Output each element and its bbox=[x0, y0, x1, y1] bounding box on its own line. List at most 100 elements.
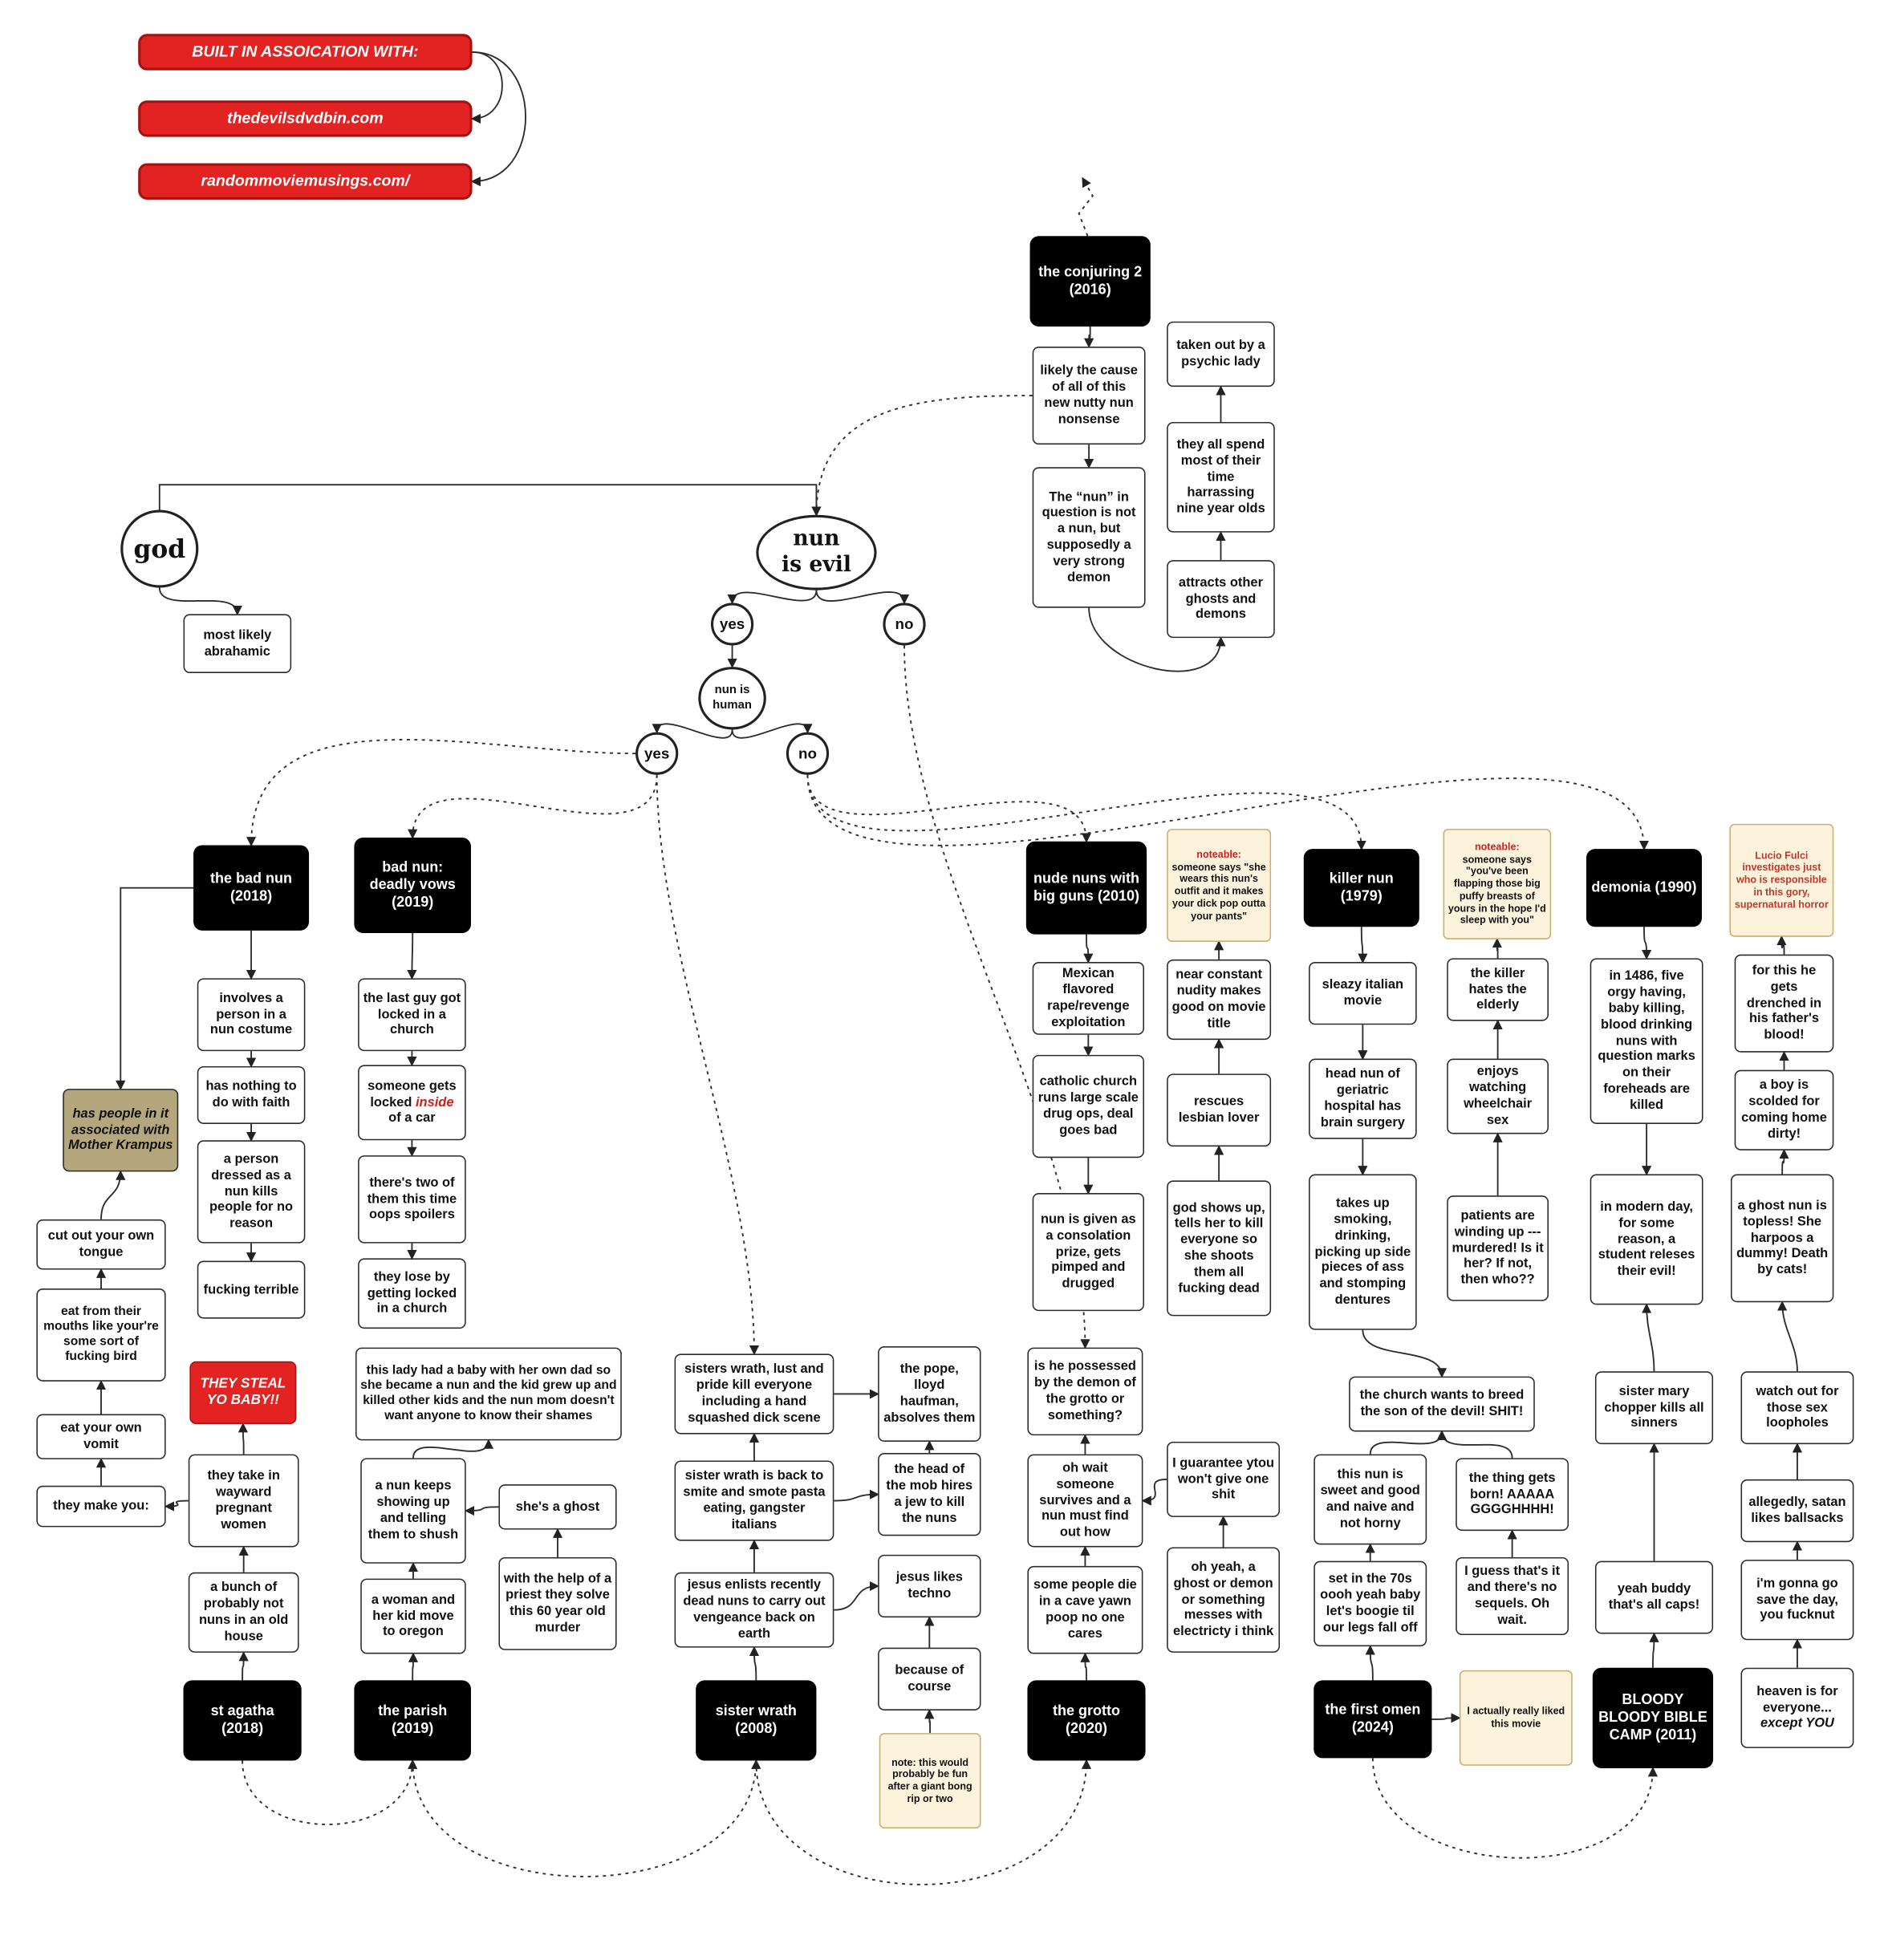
this-lady-label: this lady had a baby with her own dad so… bbox=[360, 1363, 617, 1423]
edge-nun_shush-to-this_lady bbox=[412, 1439, 493, 1459]
edge-bad_nun-to-mother_krampus bbox=[116, 887, 194, 1090]
locked-inside: someone gets locked inside of a car bbox=[358, 1065, 466, 1141]
person-dressed: a person dressed as a nun kills people f… bbox=[197, 1140, 306, 1244]
sleazy: sleazy italian movie bbox=[1309, 962, 1417, 1025]
jesus-enlists-label: jesus enlists recently dead nuns to carr… bbox=[683, 1577, 826, 1641]
nun-is-human: nun is human bbox=[698, 667, 766, 730]
edge-watch_out-to-ghost_topless bbox=[1777, 1301, 1798, 1372]
edge-drenched-to-lucio bbox=[1776, 935, 1787, 955]
modern-day: in modern day, for some reason, a studen… bbox=[1590, 1174, 1703, 1305]
yes1: yes bbox=[710, 603, 754, 646]
noteable2: noteable:someone says "you've been flapp… bbox=[1443, 829, 1552, 939]
note-bong: note: this would probably be fun after a… bbox=[879, 1733, 981, 1829]
edge-wayward-to-steal_baby bbox=[238, 1422, 248, 1455]
lucio: Lucio Fulci investigates just who is res… bbox=[1729, 823, 1834, 937]
edge-yes2-to-wrath_lust_pride bbox=[656, 774, 760, 1356]
locked-inside-label: someone gets locked inside of a car bbox=[367, 1078, 457, 1126]
god-shows-label: god shows up, tells her to kill everyone… bbox=[1172, 1199, 1265, 1296]
killer-nun: killer nun (1979) bbox=[1303, 849, 1419, 927]
edge-yes2-to-bad_nun bbox=[246, 739, 636, 847]
cut-tongue: cut out your own tongue bbox=[36, 1219, 166, 1270]
set-70s: set in the 70s oooh yeah baby let's boog… bbox=[1314, 1560, 1427, 1647]
fucknut-label: i'm gonna go save the day, you fucknut bbox=[1756, 1576, 1838, 1623]
grotto: the grotto (2020) bbox=[1027, 1680, 1146, 1761]
edge-btn_assoc-to-btn_site1 bbox=[470, 51, 503, 124]
edge-note_bong-to-because_course bbox=[924, 1709, 935, 1734]
edge-demonia-to-in_1486 bbox=[1642, 927, 1652, 960]
nun-given-label: nun is given as a consolation prize, get… bbox=[1040, 1211, 1136, 1292]
likely-cause-label: likely the cause of all of this new nutt… bbox=[1040, 363, 1138, 427]
mother-krampus: has people in it associated with Mother … bbox=[63, 1089, 179, 1172]
eat-vomit-label: eat your own vomit bbox=[60, 1420, 142, 1452]
no-faith-label: has nothing to do with faith bbox=[205, 1078, 297, 1110]
they-make-you: they make you: bbox=[36, 1485, 166, 1528]
edge-sister_wrath-to-jesus_enlists bbox=[749, 1646, 760, 1681]
killer-hates-label: the killer hates the elderly bbox=[1468, 965, 1527, 1013]
possessed: is he possessed by the demon of the grot… bbox=[1027, 1347, 1143, 1436]
wrath-back: sister wrath is back to smite and smote … bbox=[674, 1460, 834, 1541]
heaven-label: heaven is for everyone... except YOU bbox=[1756, 1683, 1838, 1731]
edge-st_agatha-to-parish bbox=[242, 1759, 418, 1825]
noteable2-label: noteable:someone says "you've been flapp… bbox=[1448, 841, 1546, 927]
no-sequels-label: I guess that's it and there's no sequels… bbox=[1464, 1564, 1561, 1628]
btn-site1[interactable]: thedevilsdvdbin.com bbox=[138, 100, 473, 137]
first-omen-label: the first omen (2024) bbox=[1325, 1702, 1421, 1736]
eat-mouths: eat from their mouths like your're some … bbox=[36, 1288, 166, 1382]
edge-shes_ghost-to-nun_shush bbox=[464, 1505, 499, 1516]
because-course-label: because of course bbox=[895, 1662, 964, 1694]
edge-grotto-to-cave_yawn bbox=[1080, 1652, 1090, 1681]
edge-killer_nun-to-sleazy bbox=[1358, 927, 1368, 964]
ghost-demon-label: oh yeah, a ghost or demon or something m… bbox=[1173, 1560, 1274, 1640]
because-course: because of course bbox=[878, 1647, 981, 1710]
abrahamic: most likely abrahamic bbox=[183, 614, 292, 674]
edge-sister_mary-to-modern_day bbox=[1642, 1303, 1655, 1372]
conjuring2-label: the conjuring 2 (2016) bbox=[1038, 265, 1143, 298]
edge-bible_camp-to-yeah_buddy bbox=[1649, 1632, 1659, 1668]
last-guy-label: the last guy got locked in a church bbox=[363, 990, 461, 1038]
help-priest: with the help of a priest they solve thi… bbox=[498, 1556, 617, 1650]
ghost-topless: a ghost nun is topless! She harpoos a du… bbox=[1730, 1174, 1834, 1303]
shes-ghost-label: she's a ghost bbox=[515, 1499, 600, 1515]
sleazy-label: sleazy italian movie bbox=[1322, 977, 1404, 1008]
god-label: god bbox=[133, 533, 186, 564]
satan-ballsacks-label: allegedly, satan likes ballsacks bbox=[1748, 1495, 1846, 1526]
jesus-techno-label: jesus likes techno bbox=[895, 1569, 963, 1601]
edge-free-to-free bbox=[1078, 177, 1094, 237]
no1-label: no bbox=[895, 615, 914, 633]
sister-mary-label: sister mary chopper kills all sinners bbox=[1604, 1383, 1704, 1431]
deadly-vows-label: bad nun: deadly vows (2019) bbox=[369, 860, 456, 911]
edge-jesus_enlists-to-jesus_techno bbox=[834, 1581, 879, 1611]
jesus-enlists: jesus enlists recently dead nuns to carr… bbox=[674, 1572, 834, 1648]
conjuring2: the conjuring 2 (2016) bbox=[1029, 236, 1151, 327]
cave-yawn: some people die in a cave yawn poop no o… bbox=[1027, 1565, 1143, 1654]
edge-nun_is_evil-to-yes1 bbox=[727, 590, 818, 605]
oh-wait: oh wait someone survives and a nun must … bbox=[1027, 1454, 1143, 1548]
no1: no bbox=[883, 603, 926, 646]
cut-tongue-label: cut out your own tongue bbox=[47, 1228, 155, 1260]
edge-nun_is_evil-to-no1 bbox=[815, 590, 910, 605]
thing-born: the thing gets born! AAAAA GGGGHHHH! bbox=[1456, 1458, 1569, 1532]
near-nudity-label: near constant nudity makes good on movie… bbox=[1171, 967, 1266, 1031]
edge-nun_is_human-to-yes2 bbox=[652, 723, 733, 739]
theres-two: there's two of them this time oops spoil… bbox=[358, 1155, 466, 1244]
god-shows: god shows up, tells her to kill everyone… bbox=[1167, 1180, 1272, 1317]
st-agatha: st agatha (2018) bbox=[183, 1680, 302, 1761]
btn-site2[interactable]: randommoviemusings.com/ bbox=[138, 163, 473, 200]
nun-question-label: The “nun” in question is not a nun, but … bbox=[1041, 489, 1136, 585]
killer-nun-label: killer nun (1979) bbox=[1329, 871, 1394, 905]
edge-yes2-to-deadly_vows bbox=[408, 774, 658, 839]
no-faith: has nothing to do with faith bbox=[197, 1065, 306, 1124]
drenched: for this he gets drenched in his father'… bbox=[1734, 954, 1834, 1053]
edge-takes_up-to-church_breed bbox=[1362, 1329, 1448, 1378]
nun-is-human-label: nun is human bbox=[713, 684, 752, 712]
demonia-label: demonia (1990) bbox=[1591, 880, 1697, 896]
wayward-label: they take in wayward pregnant women bbox=[207, 1468, 280, 1532]
btn-assoc[interactable]: BUILT IN ASSOICATION WITH: bbox=[138, 34, 473, 71]
no2: no bbox=[786, 732, 830, 775]
geriatric-label: head nun of geriatric hospital has brain… bbox=[1320, 1066, 1405, 1130]
abrahamic-label: most likely abrahamic bbox=[203, 627, 272, 659]
in-1486-label: in 1486, five orgy having, baby killing,… bbox=[1598, 968, 1695, 1113]
edge-no2-to-nude_nuns bbox=[806, 774, 1092, 843]
edge-st_agatha-to-bunch_not_nuns bbox=[238, 1651, 249, 1681]
